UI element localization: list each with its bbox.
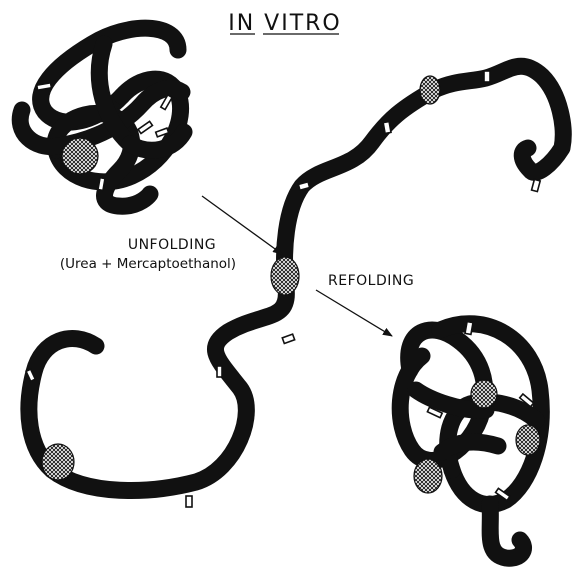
refolding-arrow bbox=[316, 290, 392, 336]
unfolding-label: UNFOLDING bbox=[128, 237, 216, 253]
diagram-title: IN VITRO bbox=[228, 11, 342, 36]
refolding-label: REFOLDING bbox=[328, 273, 414, 289]
disulfide-patch-refolded-2 bbox=[414, 459, 442, 493]
disulfide-patch-refolded-1 bbox=[471, 380, 497, 408]
disulfide-patch-unfolded-1 bbox=[271, 257, 299, 295]
disulfide-patch-unfolded-2 bbox=[42, 444, 74, 480]
unfolding-agents-label: (Urea + Mercaptoethanol) bbox=[60, 256, 236, 272]
disulfide-patch-refolded-3 bbox=[516, 425, 540, 455]
disulfide-patch-unfolded-3 bbox=[420, 76, 440, 104]
disulfide-patch-native bbox=[62, 138, 98, 174]
